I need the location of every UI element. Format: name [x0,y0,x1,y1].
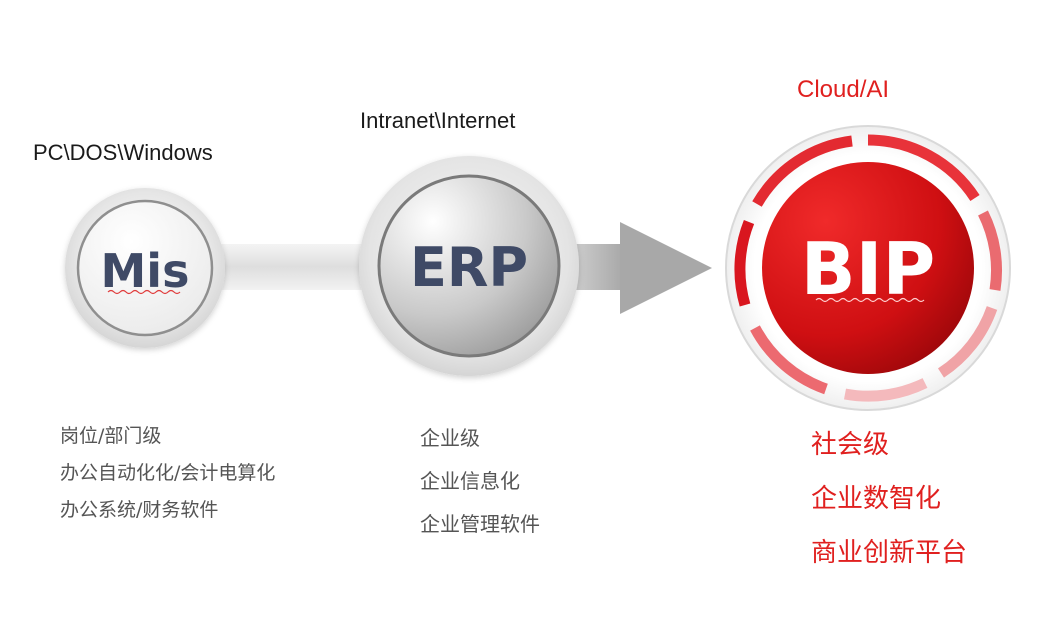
bip-node [725,125,1011,411]
bip-squiggle [815,297,925,303]
mis-squiggle [107,289,181,295]
mis-node [65,188,225,348]
erp-item: 企业级 [420,426,480,450]
erp-description: 企业级 企业信息化 企业管理软件 [420,417,540,546]
bip-item: 商业创新平台 [811,538,968,568]
bip-item: 企业数智化 [811,484,942,514]
mis-item: 办公系统/财务软件 [60,499,219,521]
bip-item: 社会级 [811,430,890,460]
era-label-cloud: Cloud/AI [797,76,890,103]
era-label-internet: Intranet\Internet [360,108,516,133]
bip-label: BIP [801,227,935,311]
mis-item: 办公自动化化/会计电算化 [60,462,276,484]
erp-node [359,156,579,376]
mis-item: 岗位/部门级 [60,425,162,447]
erp-label: ERP [410,236,528,299]
bip-description: 社会级 企业数智化 商业创新平台 [811,418,967,580]
bip-ring-segments [734,134,1003,402]
arrow-right-icon [560,222,712,314]
mis-label: Mis [101,244,190,298]
mis-description: 岗位/部门级 办公自动化化/会计电算化 办公系统/财务软件 [60,418,275,529]
era-label-pc: PC\DOS\Windows [33,140,213,165]
erp-item: 企业信息化 [420,469,520,493]
erp-item: 企业管理软件 [420,512,540,536]
